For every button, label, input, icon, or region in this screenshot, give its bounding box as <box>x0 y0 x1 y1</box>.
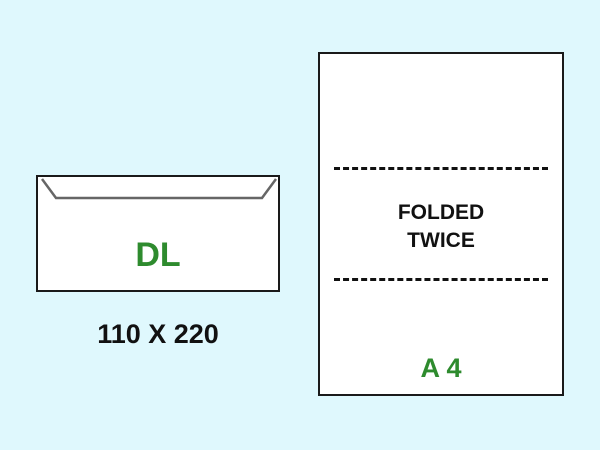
fold-line-top <box>334 167 548 170</box>
envelope-size-label: 110 X 220 <box>97 319 219 349</box>
fold-line-bottom <box>334 278 548 281</box>
dl-envelope: DL <box>36 175 280 292</box>
fold-text-line-1: FOLDED <box>397 201 485 224</box>
a4-sheet: FOLDED TWICE A 4 <box>318 52 564 396</box>
fold-text-line-2: TWICE <box>407 229 475 252</box>
envelope-label: DL <box>135 236 181 274</box>
envelope-flap-icon <box>40 178 278 200</box>
fold-instruction: FOLDED TWICE <box>320 199 562 255</box>
sheet-label: A 4 <box>420 353 462 383</box>
